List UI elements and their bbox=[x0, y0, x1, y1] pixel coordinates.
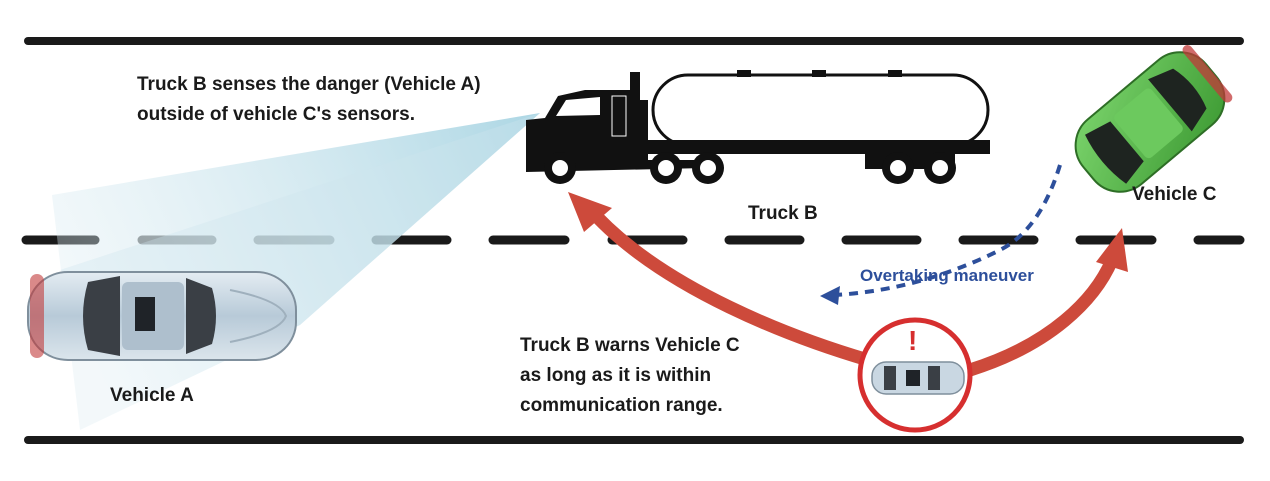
warning-arrow-to-vehicle-c bbox=[963, 253, 1119, 377]
warning-caption-line3: communication range. bbox=[520, 395, 723, 416]
vehicle-a-label: Vehicle A bbox=[110, 385, 194, 406]
hazard-alert bbox=[857, 317, 973, 433]
truck-b bbox=[526, 70, 990, 184]
truck-b-label: Truck B bbox=[748, 203, 818, 224]
warning-arrow-to-truck bbox=[581, 200, 875, 367]
warning-caption-line2: as long as it is within bbox=[520, 365, 712, 386]
vehicle-c bbox=[1074, 45, 1233, 193]
overtaking-arrowhead bbox=[820, 286, 840, 305]
tanker-tank bbox=[651, 73, 990, 147]
vehicle-c-label: Vehicle C bbox=[1132, 184, 1217, 205]
vehicle-a bbox=[27, 271, 297, 361]
truck-wheels bbox=[544, 152, 956, 184]
warning-caption-line1: Truck B warns Vehicle C bbox=[520, 335, 740, 356]
overtaking-path bbox=[834, 164, 1062, 297]
overtaking-maneuver-label: Overtaking maneuver bbox=[860, 266, 1034, 285]
sensing-caption: Truck B senses the danger (Vehicle A) ou… bbox=[137, 70, 481, 130]
sensing-caption-line2: outside of vehicle C's sensors. bbox=[137, 104, 415, 125]
alert-exclamation: ! bbox=[908, 325, 918, 356]
warning-caption: Truck B warns Vehicle C as long as it is… bbox=[520, 331, 740, 421]
sensing-caption-line1: Truck B senses the danger (Vehicle A) bbox=[137, 74, 481, 95]
